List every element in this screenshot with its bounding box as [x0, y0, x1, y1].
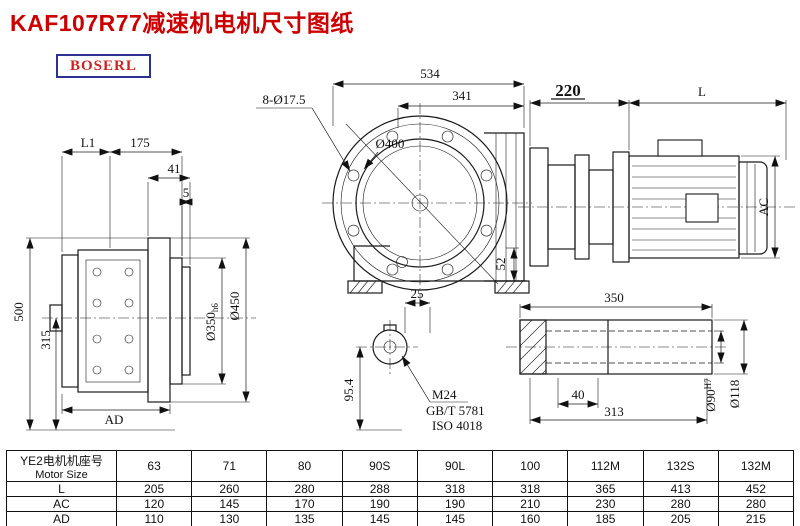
- size-value: 452: [717, 481, 795, 497]
- motor-fins: [632, 165, 736, 251]
- col-header-132M: 132M: [717, 450, 795, 482]
- dim-95-4-label: 95.4: [341, 378, 356, 401]
- size-value: 160: [492, 511, 569, 526]
- col-header-132S: 132S: [642, 450, 719, 482]
- technical-drawing: 534 341 8-Ø17.5 Ø400 52: [11, 66, 796, 433]
- dim-118-label: Ø118: [727, 380, 742, 408]
- dim-25-label: 25: [411, 286, 424, 301]
- row-label-AD: AD: [6, 511, 117, 526]
- size-value: 280: [717, 496, 795, 512]
- size-value: 260: [191, 481, 268, 497]
- dim-175-label: 175: [130, 135, 150, 150]
- size-value: 190: [416, 496, 494, 512]
- table-row-AC: AC 120 145 170 190 190 210 230 280 280: [6, 496, 795, 512]
- dim-40-label: 40: [572, 387, 585, 402]
- dim-350dia-label: Ø350h6: [203, 303, 220, 341]
- motor-size-table: YE2电机机座号 Motor Size 63 71 80 90S 90L 100…: [6, 450, 795, 526]
- dim-315-label: 315: [38, 330, 53, 350]
- size-value: 145: [416, 511, 494, 526]
- gbt-label: GB/T 5781: [426, 403, 485, 418]
- rear-bolt-holes: [92, 267, 134, 375]
- motor-size-header-en: Motor Size: [35, 468, 88, 481]
- col-header-100: 100: [492, 450, 569, 482]
- dim-450-label: Ø450: [227, 292, 242, 321]
- motor-side-view: 220 L AC: [518, 81, 796, 267]
- col-header-90S: 90S: [341, 450, 418, 482]
- terminal-box: [657, 139, 703, 157]
- bolt-holes-label: 8-Ø17.5: [263, 92, 306, 107]
- brand-logo: BOSERL: [56, 54, 151, 78]
- size-value: 190: [341, 496, 418, 512]
- col-header-112M: 112M: [567, 450, 644, 482]
- size-value: 318: [492, 481, 569, 497]
- size-value: 318: [416, 481, 494, 497]
- dim-220-label: 220: [555, 81, 581, 100]
- size-value: 145: [341, 511, 418, 526]
- page-title: KAF107R77减速机电机尺寸图纸: [10, 10, 354, 36]
- size-value: 413: [642, 481, 719, 497]
- col-header-71: 71: [191, 450, 268, 482]
- size-value: 280: [642, 496, 719, 512]
- size-value: 135: [266, 511, 343, 526]
- fan-cover: [738, 161, 768, 255]
- dim-90H7-label: Ø90H7: [703, 378, 718, 412]
- size-value: 170: [266, 496, 343, 512]
- hollow-shaft-detail-view: 350 40 313 Ø90H7 Ø118: [506, 290, 748, 424]
- col-header-90L: 90L: [416, 450, 494, 482]
- size-value: 215: [717, 511, 795, 526]
- dim-AD-label: AD: [105, 412, 124, 427]
- dim-534-label: 534: [420, 66, 440, 81]
- size-value: 185: [567, 511, 644, 526]
- dim-L1-label: L1: [81, 135, 95, 150]
- front-flange-view: 534 341 8-Ø17.5 Ø400 52: [256, 66, 532, 300]
- motor-size-header-cell: YE2电机机座号 Motor Size: [6, 450, 117, 482]
- dim-52-label: 52: [493, 258, 508, 271]
- iso-label: ISO 4018: [432, 418, 482, 433]
- brand-name: BOSERL: [70, 58, 137, 74]
- input-shaft-end-view: 25 95.4 M24 GB/T 5781 ISO 4018: [341, 286, 485, 433]
- motor-size-header-cn: YE2电机机座号: [20, 453, 103, 468]
- size-value: 120: [115, 496, 193, 512]
- size-value: 210: [492, 496, 569, 512]
- row-label-L: L: [6, 481, 117, 497]
- table-row-AD: AD 110 130 135 145 145 160 185 205 215: [6, 511, 795, 526]
- dim-L-label: L: [698, 84, 706, 99]
- size-value: 145: [191, 496, 268, 512]
- dim-AC-label: AC: [756, 198, 771, 216]
- col-header-63: 63: [115, 450, 193, 482]
- size-value: 205: [115, 481, 193, 497]
- dim-350len-label: 350: [604, 290, 624, 305]
- nameplate: [685, 193, 719, 223]
- size-value: 365: [567, 481, 644, 497]
- size-value: 110: [115, 511, 193, 526]
- dim-341-label: 341: [452, 88, 472, 103]
- table-header-row: YE2电机机座号 Motor Size 63 71 80 90S 90L 100…: [6, 450, 795, 482]
- table-row-L: L 205 260 280 288 318 318 365 413 452: [6, 481, 795, 497]
- size-value: 205: [642, 511, 719, 526]
- col-header-80: 80: [266, 450, 343, 482]
- dim-5-label: 5: [183, 185, 190, 200]
- row-label-AC: AC: [6, 496, 117, 512]
- dim-41-label: 41: [168, 161, 181, 176]
- size-value: 130: [191, 511, 268, 526]
- flange-bolt-holes: [347, 130, 493, 276]
- left-side-view: L1 175 41 5 500 315 AD: [11, 135, 256, 431]
- dim-400-label: Ø400: [376, 136, 405, 151]
- size-value: 288: [341, 481, 418, 497]
- dim-500-label: 500: [11, 302, 26, 322]
- size-value: 230: [567, 496, 644, 512]
- size-value: 280: [266, 481, 343, 497]
- m24-label: M24: [432, 387, 457, 402]
- dim-313-label: 313: [604, 404, 624, 419]
